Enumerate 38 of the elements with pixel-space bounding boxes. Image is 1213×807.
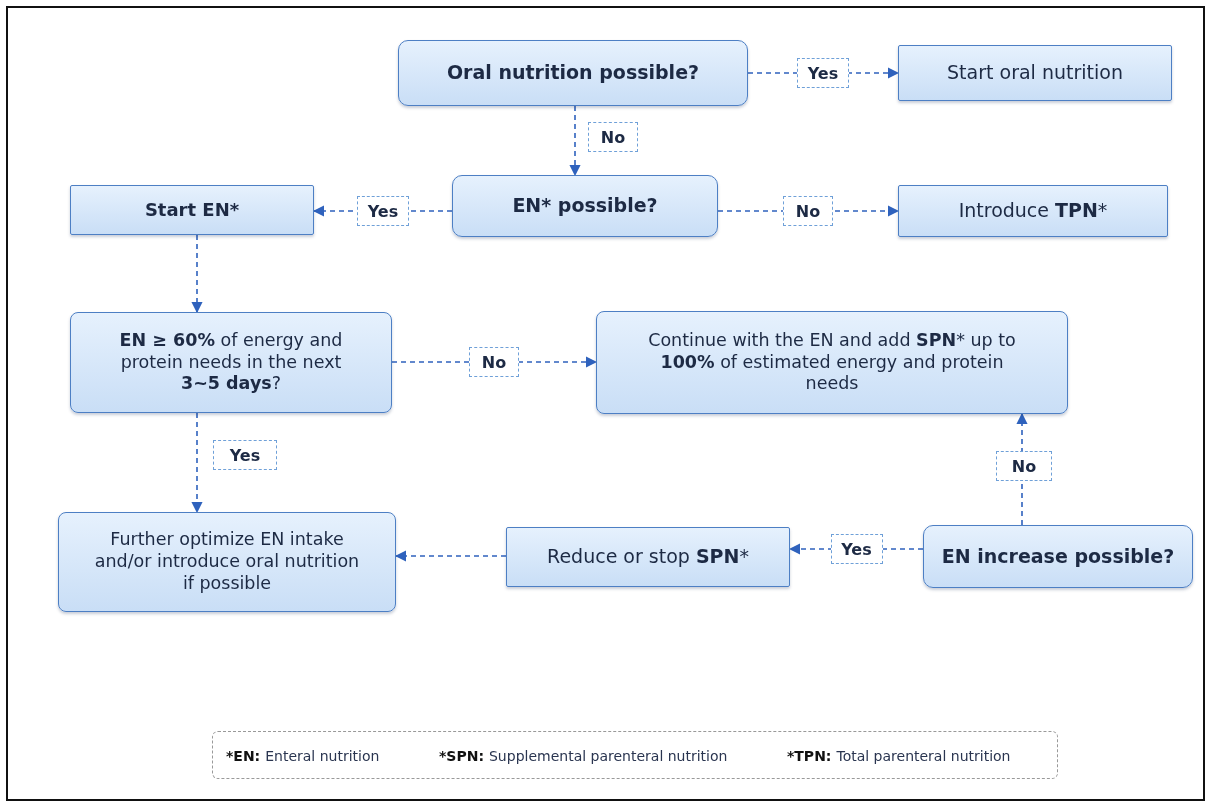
node-text: EN* possible?: [512, 194, 658, 218]
dashed-arrow: [569, 105, 581, 177]
process-box: [898, 45, 1172, 101]
node-text: EN ≥ 60% of energy and protein needs in the next 3~5 days?: [118, 329, 344, 396]
edge-label: Yes: [213, 440, 277, 470]
node-text: Oral nutrition possible?: [446, 61, 700, 85]
legend-definition: Enteral nutrition: [265, 748, 380, 764]
legend-term: *SPN:: [439, 748, 484, 764]
process-box: [898, 185, 1168, 237]
legend-definition: Supplemental parenteral nutrition: [489, 748, 728, 764]
legend-term: *EN:: [226, 748, 261, 764]
node-text: EN increase possible?: [941, 544, 1175, 569]
edge-label: No: [996, 451, 1052, 481]
node-text: Introduce TPN*: [958, 199, 1108, 223]
legend-definition: Total parenteral nutrition: [836, 748, 1011, 764]
decision-box: [923, 525, 1193, 588]
edge-label: Yes: [797, 58, 849, 88]
process-box: [596, 311, 1068, 414]
decision-box: [398, 40, 748, 106]
edge-label: Yes: [830, 534, 883, 564]
node-text: Continue with the EN and add SPN* up to 100% of estimated energy and protein needs: [647, 329, 1017, 396]
process-box: [70, 312, 392, 413]
edge-label: Yes: [357, 196, 409, 226]
process-box: [70, 185, 314, 235]
node-text: Start oral nutrition: [947, 61, 1123, 85]
edge-label: No: [588, 122, 638, 152]
process-box: [58, 512, 396, 612]
edge-label: No: [783, 196, 833, 226]
legend-term: *TPN:: [787, 748, 832, 764]
node-text: Start EN*: [144, 198, 240, 222]
node-text: Reduce or stop SPN*: [547, 545, 749, 569]
decision-box: [452, 175, 718, 237]
dashed-arrow: [191, 412, 203, 514]
edge-label: No: [469, 347, 519, 377]
node-text: Further optimize EN intake and/or introduce oral nutrition if possible: [93, 529, 361, 595]
dashed-arrow: [394, 550, 507, 562]
dashed-arrow: [191, 234, 203, 314]
process-box: [506, 527, 790, 587]
